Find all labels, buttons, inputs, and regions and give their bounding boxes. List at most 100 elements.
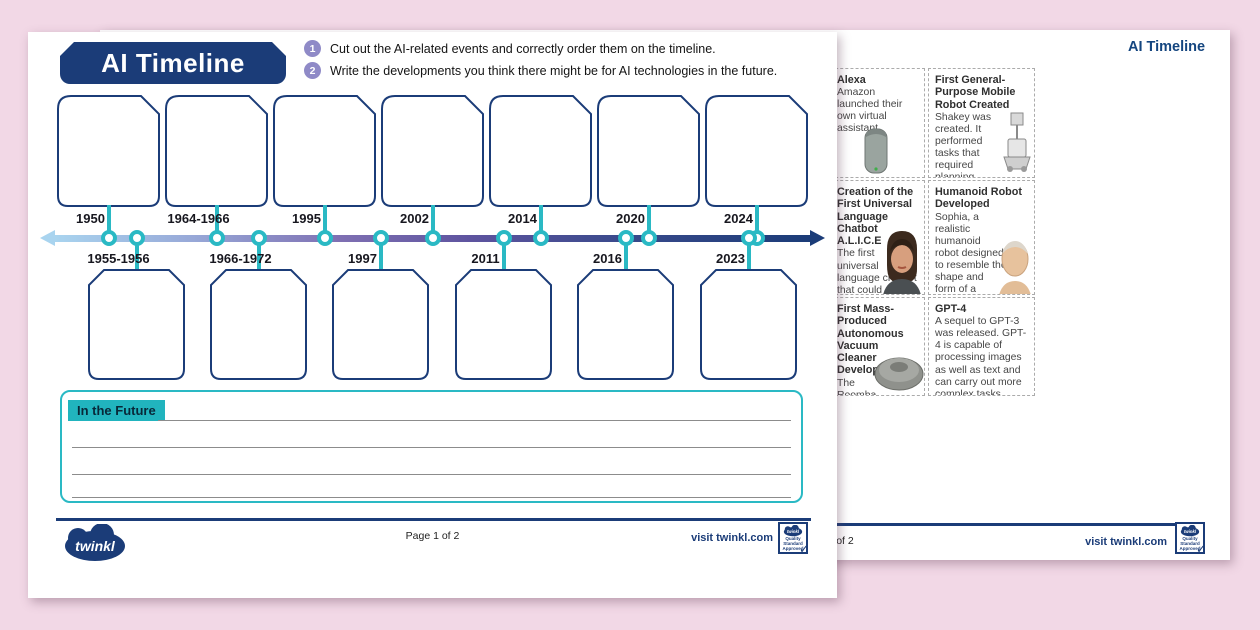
page-number: Page 1 of 2 (405, 530, 460, 542)
timeline-node-circle (208, 230, 225, 246)
footer-divider (56, 518, 811, 521)
page-1-sheet: AI Timeline 1 Cut out the AI-related eve… (28, 32, 837, 598)
event-slot-box-bottom (88, 269, 185, 380)
quality-badge: twinkl Quality Standard Approved ✓ (1175, 522, 1206, 556)
connector-line (106, 205, 111, 233)
event-slot-box-bottom (577, 269, 674, 380)
event-slot-box-top (273, 95, 376, 207)
event-card-title: GPT-4 (935, 303, 967, 315)
future-box: In the Future (60, 390, 803, 503)
event-slot-box-top (165, 95, 268, 207)
event-slot-box-bottom (210, 269, 307, 380)
connector-line (256, 244, 261, 270)
year-label: 1997 (348, 251, 377, 266)
event-slot-box-bottom (455, 269, 552, 380)
connector-line (134, 244, 139, 270)
year-label: 2023 (716, 251, 745, 266)
shakey-robot-image (1003, 112, 1031, 172)
instructions: 1 Cut out the AI-related events and corr… (304, 40, 844, 84)
timeline-node-circle (100, 230, 117, 246)
year-label: 2002 (400, 211, 429, 226)
twinkl-logo: twinkl (65, 524, 125, 561)
step-number-badge: 2 (304, 62, 321, 79)
connector-line (322, 205, 327, 233)
year-label: 2016 (593, 251, 622, 266)
twinkl-logo-icon: twinkl (783, 525, 803, 537)
event-card-body: Amazon launched their own virtual assist… (837, 87, 903, 135)
year-label: 2011 (471, 251, 500, 266)
event-card-roomba: First Mass-Produced Autonomous Vacuum Cl… (830, 297, 925, 396)
sophia-robot-image (999, 241, 1031, 294)
event-slot-box-bottom (700, 269, 797, 380)
timeline-node-circle (740, 230, 757, 246)
connector-line (430, 205, 435, 233)
checkmark-icon: ✓ (798, 542, 809, 556)
timeline-node-circle (424, 230, 441, 246)
timeline-node-circle (372, 230, 389, 246)
writing-line (72, 447, 791, 448)
timeline-node-circle (640, 230, 657, 246)
svg-text:twinkl: twinkl (1184, 529, 1197, 534)
event-slot-box-top (381, 95, 484, 207)
title-banner: AI Timeline (60, 42, 286, 84)
instruction-text: Cut out the AI-related events and correc… (330, 41, 716, 56)
visit-link[interactable]: visit twinkl.com (1085, 536, 1167, 548)
year-label: 2024 (724, 211, 753, 226)
connector-line (746, 244, 751, 270)
badge-text: Quality Standard Approved (1179, 536, 1201, 552)
timeline-arrow-left-icon (40, 230, 55, 246)
connector-line (754, 205, 759, 233)
badge-text: Quality Standard Approved (782, 536, 804, 552)
event-card-alexa: Alexa Amazon launched their own virtual … (830, 68, 925, 178)
event-card-body: The first universal language chatbot tha… (837, 248, 917, 295)
instruction-text: Write the developments you think there m… (330, 63, 778, 78)
alice-chatbot-image (883, 231, 921, 294)
timeline-node-circle (495, 230, 512, 246)
visit-link[interactable]: visit twinkl.com (691, 532, 773, 544)
twinkl-logo-text: twinkl (75, 538, 116, 554)
timeline-node-circle (250, 230, 267, 246)
event-card-sophia: Humanoid Robot Developed Sophia, a reali… (928, 180, 1035, 295)
connector-line (646, 205, 651, 233)
connector-line (378, 244, 383, 270)
event-card-title: First General-Purpose Mobile Robot Creat… (935, 74, 1016, 111)
event-card-body: Sophia, a realistic humanoid robot desig… (935, 211, 1007, 295)
year-label: 1995 (292, 211, 321, 226)
year-label: 1950 (76, 211, 105, 226)
connector-line (623, 244, 628, 270)
svg-text:twinkl: twinkl (787, 529, 800, 534)
event-card-shakey: First General-Purpose Mobile Robot Creat… (928, 68, 1035, 178)
page2-title: AI Timeline (1128, 39, 1206, 55)
quality-badge: twinkl Quality Standard Approved ✓ (778, 522, 809, 556)
event-card-title: Creation of the First Universal Language… (837, 186, 914, 248)
connector-line (538, 205, 543, 233)
timeline-arrow-right-icon (810, 230, 825, 246)
event-card-body: The Roomba was programmed to navigate an… (837, 377, 877, 396)
timeline-node-circle (316, 230, 333, 246)
event-slot-box-top (705, 95, 808, 207)
event-slot-box-top (57, 95, 160, 207)
event-card-body: Shakey was created. It performed tasks t… (935, 111, 992, 178)
writing-line (72, 497, 791, 498)
amazon-echo-image (864, 128, 888, 174)
timeline-node-circle (532, 230, 549, 246)
writing-line (72, 474, 791, 475)
year-label: 1955-1956 (87, 251, 150, 266)
event-card-alice: Creation of the First Universal Language… (830, 180, 925, 295)
event-card-gpt4: GPT-4 A sequel to GPT-3 was released. GP… (928, 297, 1035, 396)
future-label: In the Future (68, 400, 165, 421)
roomba-vacuum-image (874, 357, 924, 391)
checkmark-icon: ✓ (1195, 542, 1206, 556)
year-label: 1964-1966 (167, 211, 230, 226)
timeline-node-circle (617, 230, 634, 246)
writing-line (158, 420, 791, 421)
event-card-title: Humanoid Robot Developed (935, 186, 1022, 211)
year-label: 2020 (616, 211, 645, 226)
timeline-node-circle (128, 230, 145, 246)
year-label: 2014 (508, 211, 537, 226)
event-slot-box-top (489, 95, 592, 207)
twinkl-logo-icon: twinkl (1180, 525, 1200, 537)
footer-divider (660, 523, 1205, 526)
connector-line (214, 205, 219, 233)
